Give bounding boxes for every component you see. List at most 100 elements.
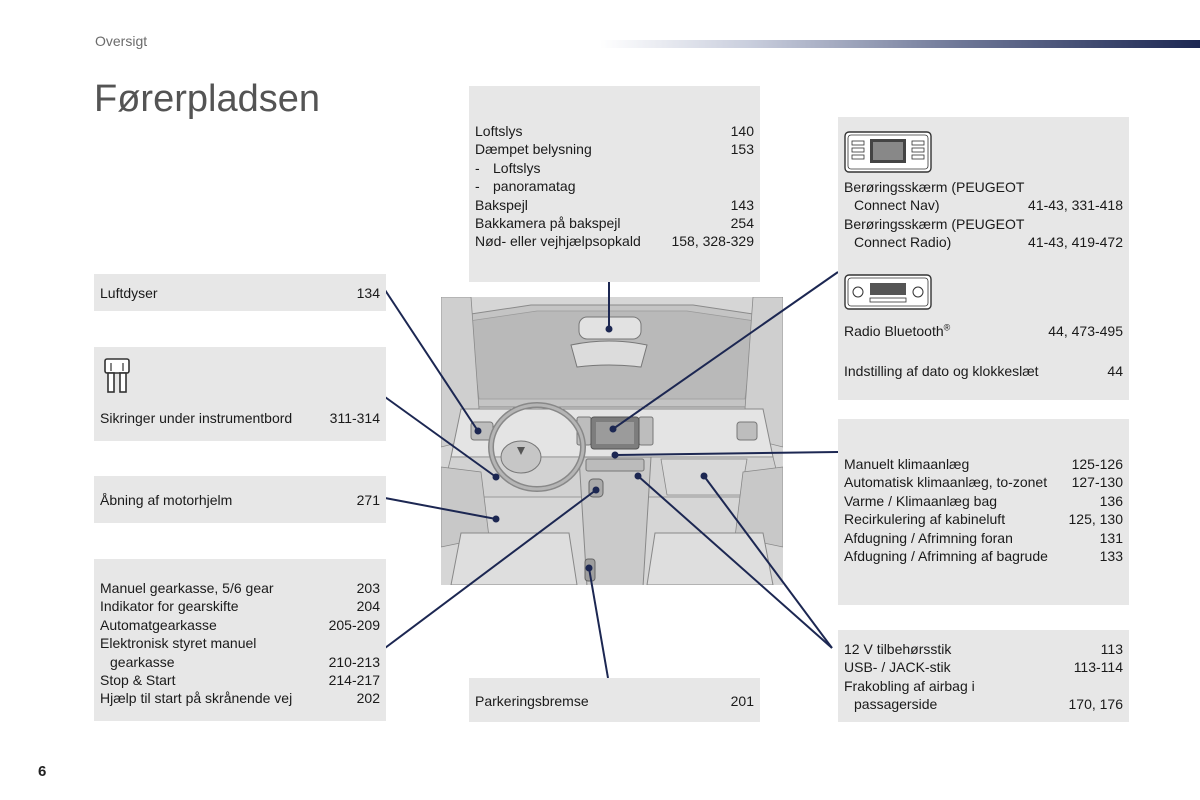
leader-dot-stik-1 xyxy=(634,472,642,480)
ref-page: 158, 328-329 xyxy=(671,233,754,250)
ref-page: 125-126 xyxy=(1071,456,1123,472)
ref-label: 12 V tilbehørsstik xyxy=(844,641,952,657)
ref-row: Afdugning / Afrimning foran 131 xyxy=(844,529,1123,547)
ref-page: 136 xyxy=(1099,492,1123,509)
ref-label: Åbning af motorhjelm xyxy=(100,492,233,508)
ref-label: Indikator for gearskifte xyxy=(100,598,239,615)
ref-label: Nød- eller vejhjælpsopkald xyxy=(475,233,641,250)
ref-label: Sikringer under instrumentbord xyxy=(100,410,293,426)
leader-dot-loftslys xyxy=(605,325,613,333)
ref-label: Afdugning / Afrimning af bagrude xyxy=(844,548,1048,565)
ref-label: Stop & Start xyxy=(100,672,176,689)
ref-label: Luftdyser xyxy=(100,285,158,301)
ref-page: 44, 473-495 xyxy=(1048,323,1123,339)
page-title: Førerpladsen xyxy=(94,78,320,120)
ref-page: 311-314 xyxy=(329,410,380,426)
ref-page: 41-43, 419-472 xyxy=(1028,234,1123,251)
ref-label: Hjælp til start på skrånende vej xyxy=(100,690,293,707)
registered-mark: ® xyxy=(943,322,951,333)
ref-label: Varme / Klimaanlæg bag xyxy=(844,492,998,509)
ref-page: 153 xyxy=(730,141,754,158)
leader-line-motorhjelm xyxy=(384,497,497,520)
ref-page: 271 xyxy=(356,492,380,508)
ref-page: 134 xyxy=(356,285,380,301)
ref-label: Manuel gearkasse, 5/6 gear xyxy=(100,580,274,596)
header-bar xyxy=(600,40,1200,48)
ref-label: Loftslys xyxy=(475,123,523,139)
ref-row: Bakspejl 143 xyxy=(475,196,754,214)
ref-label: Elektronisk styret manuel xyxy=(100,635,257,652)
callout-luftdyser: Luftdyser 134 xyxy=(94,274,386,311)
ref-row: Nød- eller vejhjælpsopkald 158, 328-329 xyxy=(475,232,754,250)
ref-page: 127-130 xyxy=(1071,474,1123,491)
leader-line-parkeringsbremse xyxy=(588,567,609,679)
radio-unit-icon xyxy=(844,274,932,310)
ref-page: 202 xyxy=(356,690,380,707)
ref-page: 201 xyxy=(730,693,754,709)
ref-row: Hjælp til start på skrånende vej 202 xyxy=(100,689,380,707)
ref-row: Recirkulering af kabineluft 125, 130 xyxy=(844,510,1123,528)
leader-dot-stik-2 xyxy=(700,472,708,480)
ref-label: gearkasse xyxy=(110,653,175,670)
ref-page: 170, 176 xyxy=(1068,696,1124,713)
ref-page: 204 xyxy=(356,598,380,615)
ref-label: Manuelt klimaanlæg xyxy=(844,456,970,472)
leader-line-klima xyxy=(614,451,839,456)
leader-line-sikringer xyxy=(384,396,497,478)
bluetooth-label: Radio Bluetooth xyxy=(844,323,944,339)
ref-page: 210-213 xyxy=(328,653,380,670)
ref-row-sub: panoramatag xyxy=(475,177,754,195)
ref-page: 113 xyxy=(1100,641,1123,657)
ref-page: 41-43, 331-418 xyxy=(1028,197,1123,214)
ref-page: 140 xyxy=(730,123,754,139)
leader-line-stik-2 xyxy=(703,475,833,649)
ref-row: Connect Radio) 41-43, 419-472 xyxy=(844,233,1123,251)
ref-row: Indikator for gearskifte 204 xyxy=(100,597,380,615)
ref-label: Afdugning / Afrimning foran xyxy=(844,529,1013,546)
ref-page: 44 xyxy=(1107,363,1123,380)
touchscreen-unit-icon xyxy=(844,131,932,173)
ref-row-sub: Loftslys xyxy=(475,159,754,177)
fuse-icon xyxy=(104,358,130,393)
cockpit-drawing xyxy=(441,297,783,585)
ref-label: Connect Radio) xyxy=(854,234,952,251)
ref-row: Berøringsskærm (PEUGEOT xyxy=(844,215,1123,233)
ref-label: Recirkulering af kabineluft xyxy=(844,511,1006,528)
ref-label: Loftslys xyxy=(475,159,540,177)
ref-page: 143 xyxy=(730,196,754,213)
ref-page: 125, 130 xyxy=(1068,511,1124,528)
ref-label: Radio Bluetooth® xyxy=(844,322,950,340)
callout-sikringer: Sikringer under instrumentbord 311-314 xyxy=(94,347,386,441)
ref-label: Automatisk klimaanlæg, to-zonet xyxy=(844,474,1048,491)
ref-page: 131 xyxy=(1099,529,1123,546)
callout-touchscreen: Berøringsskærm (PEUGEOT Connect Nav)41-4… xyxy=(838,117,1129,254)
leader-dot-parkeringsbremse xyxy=(585,564,593,572)
ref-label: Berøringsskærm (PEUGEOT xyxy=(844,215,1025,232)
leader-dot-motorhjelm xyxy=(492,515,500,523)
ref-row: 12 V tilbehørsstik 113 xyxy=(844,640,1123,658)
leader-dot-luftdyser xyxy=(474,427,482,435)
leader-line-stik-1 xyxy=(637,475,833,649)
ref-label: panoramatag xyxy=(475,177,576,195)
ref-page: 113-114 xyxy=(1073,659,1123,676)
ref-page: 205-209 xyxy=(328,616,380,633)
leader-dot-sikringer xyxy=(492,473,500,481)
ref-label: Bakspejl xyxy=(475,196,528,213)
ref-row: Automatisk klimaanlæg, to-zonet 127-130 xyxy=(844,473,1123,491)
callout-klima: Manuelt klimaanlæg 125-126 Automatisk kli… xyxy=(838,419,1129,605)
ref-row: Connect Nav)41-43, 331-418 xyxy=(844,196,1123,214)
ref-row: Loftslys 140 xyxy=(475,122,754,140)
section-label: Oversigt xyxy=(95,33,148,49)
leader-line-luftdyser xyxy=(384,289,479,432)
